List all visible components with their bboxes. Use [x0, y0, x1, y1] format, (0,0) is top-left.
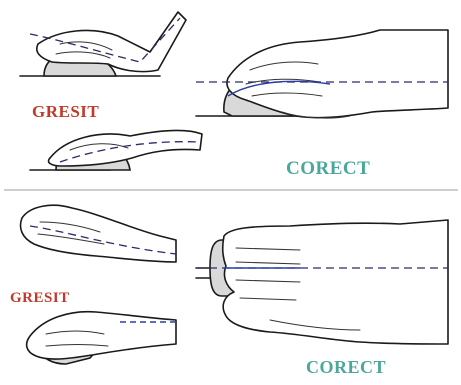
bottom-wrong-label: GRESIT — [10, 290, 70, 307]
bottom-correct-hand — [196, 220, 448, 344]
bottom-correct-label: CORECT — [306, 357, 386, 378]
top-correct-label: CORECT — [286, 158, 370, 180]
bottom-wrong-hand-lower — [27, 312, 176, 364]
bottom-wrong-hand-upper — [21, 205, 177, 262]
top-wrong-hand-upper — [20, 12, 186, 76]
top-wrong-hand-lower — [30, 130, 202, 170]
top-correct-hand — [196, 30, 448, 118]
top-wrong-label: GRESIT — [32, 102, 99, 122]
